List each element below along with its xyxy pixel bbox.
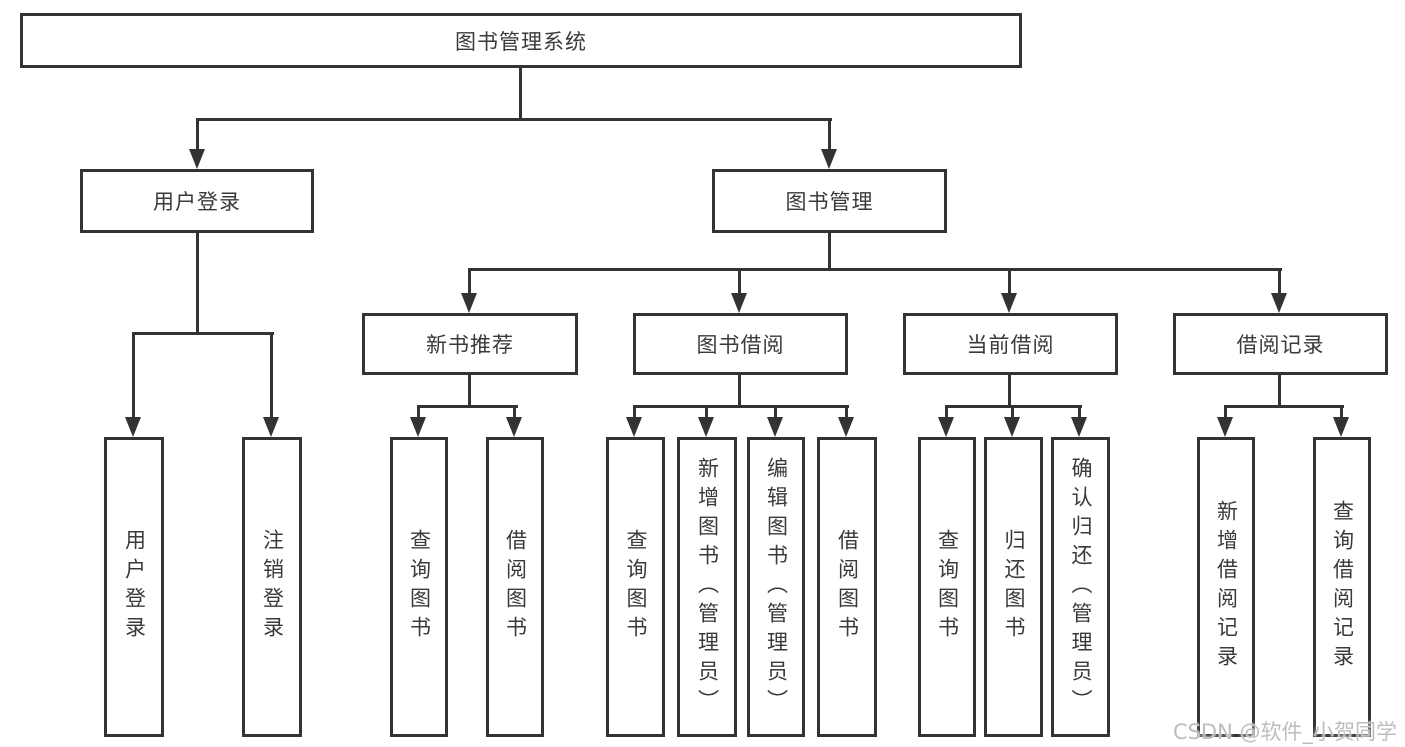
node-label: 用户登录 bbox=[153, 190, 241, 214]
connector-line bbox=[738, 375, 741, 408]
connector-arrowhead bbox=[410, 417, 426, 437]
leaf-query-books-borrow: 查询图书 bbox=[606, 437, 665, 737]
node-book-borrow: 图书借阅 bbox=[633, 313, 848, 375]
leaf-return-book: 归还图书 bbox=[984, 437, 1043, 737]
connector-line bbox=[828, 233, 831, 271]
node-label: 图书借阅 bbox=[696, 333, 785, 357]
connector-line bbox=[468, 268, 471, 296]
connector-arrowhead bbox=[731, 293, 747, 313]
connector-arrowhead bbox=[626, 417, 642, 437]
connector-arrowhead bbox=[506, 417, 522, 437]
leaf-query-books-current: 查询图书 bbox=[918, 437, 976, 737]
leaf-logout: 注销登录 bbox=[242, 437, 302, 737]
connector-line bbox=[1340, 405, 1343, 421]
connector-arrowhead bbox=[461, 293, 477, 313]
connector-line bbox=[132, 332, 135, 420]
node-label: 图书管理 bbox=[785, 190, 874, 214]
node-label: 新书推荐 bbox=[426, 333, 514, 357]
connector-line bbox=[1224, 405, 1344, 408]
leaf-confirm-return-admin: 确认归还（管理员） bbox=[1051, 437, 1110, 737]
leaf-borrow-books-2: 借阅图书 bbox=[817, 437, 877, 737]
leaf-label: 查询图书 bbox=[407, 529, 432, 645]
leaf-label: 用户登录 bbox=[122, 529, 147, 645]
connector-line bbox=[633, 405, 849, 408]
leaf-label: 查询图书 bbox=[935, 529, 960, 645]
connector-line bbox=[633, 405, 636, 421]
leaf-label: 查询图书 bbox=[624, 529, 648, 645]
connector-line bbox=[1224, 405, 1227, 421]
connector-line bbox=[945, 405, 948, 421]
node-label: 当前借阅 bbox=[966, 333, 1055, 357]
connector-arrowhead bbox=[263, 417, 279, 437]
connector-arrowhead bbox=[1271, 293, 1287, 313]
leaf-label: 新增借阅记录 bbox=[1214, 500, 1239, 674]
leaf-label: 借阅图书 bbox=[835, 529, 860, 645]
connector-arrowhead bbox=[125, 417, 141, 437]
node-book-management: 图书管理 bbox=[712, 169, 947, 233]
leaf-borrow-books-recommend: 借阅图书 bbox=[486, 437, 544, 737]
connector-line bbox=[1078, 405, 1081, 421]
leaf-label: 归还图书 bbox=[1002, 529, 1026, 645]
leaf-label: 注销登录 bbox=[260, 529, 285, 645]
connector-arrowhead bbox=[1001, 293, 1017, 313]
node-new-book-recommend: 新书推荐 bbox=[362, 313, 578, 375]
leaf-edit-book-admin: 编辑图书（管理员） bbox=[747, 437, 805, 737]
connector-line bbox=[468, 268, 1282, 271]
connector-arrowhead bbox=[821, 149, 837, 169]
watermark: CSDN @软件_小贺同学 bbox=[1172, 720, 1397, 744]
node-user-login: 用户登录 bbox=[80, 169, 314, 233]
leaf-label: 编辑图书（管理员） bbox=[764, 456, 789, 718]
node-library-system: 图书管理系统 bbox=[20, 13, 1022, 68]
leaf-label: 查询借阅记录 bbox=[1330, 500, 1355, 674]
connector-line bbox=[513, 405, 516, 421]
connector-line bbox=[468, 375, 471, 408]
node-label: 借阅记录 bbox=[1236, 333, 1325, 357]
connector-arrowhead bbox=[1004, 417, 1020, 437]
connector-line bbox=[196, 118, 199, 152]
leaf-query-borrow-record: 查询借阅记录 bbox=[1313, 437, 1371, 737]
connector-arrowhead bbox=[938, 417, 954, 437]
node-current-borrow: 当前借阅 bbox=[903, 313, 1118, 375]
leaf-user-login: 用户登录 bbox=[104, 437, 164, 737]
connector-arrowhead bbox=[1071, 417, 1087, 437]
connector-line bbox=[417, 405, 420, 421]
connector-line bbox=[1278, 375, 1281, 408]
node-label: 图书管理系统 bbox=[455, 29, 587, 54]
connector-line bbox=[196, 233, 199, 335]
connector-arrowhead bbox=[838, 417, 854, 437]
connector-line bbox=[270, 332, 273, 420]
connector-arrowhead bbox=[189, 149, 205, 169]
node-borrow-records: 借阅记录 bbox=[1173, 313, 1388, 375]
connector-line bbox=[1008, 268, 1011, 296]
connector-arrowhead bbox=[1333, 417, 1349, 437]
connector-arrowhead bbox=[767, 417, 783, 437]
connector-line bbox=[519, 68, 522, 121]
connector-line bbox=[705, 405, 708, 421]
connector-line bbox=[774, 405, 777, 421]
connector-line bbox=[845, 405, 848, 421]
connector-line bbox=[196, 118, 832, 121]
connector-arrowhead bbox=[1217, 417, 1233, 437]
leaf-add-borrow-record: 新增借阅记录 bbox=[1197, 437, 1255, 737]
leaf-label: 确认归还（管理员） bbox=[1069, 456, 1093, 718]
leaf-add-book-admin: 新增图书（管理员） bbox=[677, 437, 737, 737]
connector-line bbox=[1278, 268, 1281, 296]
connector-line bbox=[828, 118, 831, 152]
connector-line bbox=[1011, 405, 1014, 421]
leaf-query-books-recommend: 查询图书 bbox=[390, 437, 448, 737]
connector-line bbox=[1008, 375, 1011, 408]
leaf-label: 借阅图书 bbox=[503, 529, 528, 645]
leaf-label: 新增图书（管理员） bbox=[695, 456, 720, 718]
connector-line bbox=[132, 332, 274, 335]
connector-line bbox=[738, 268, 741, 296]
connector-line bbox=[417, 405, 518, 408]
connector-arrowhead bbox=[698, 417, 714, 437]
